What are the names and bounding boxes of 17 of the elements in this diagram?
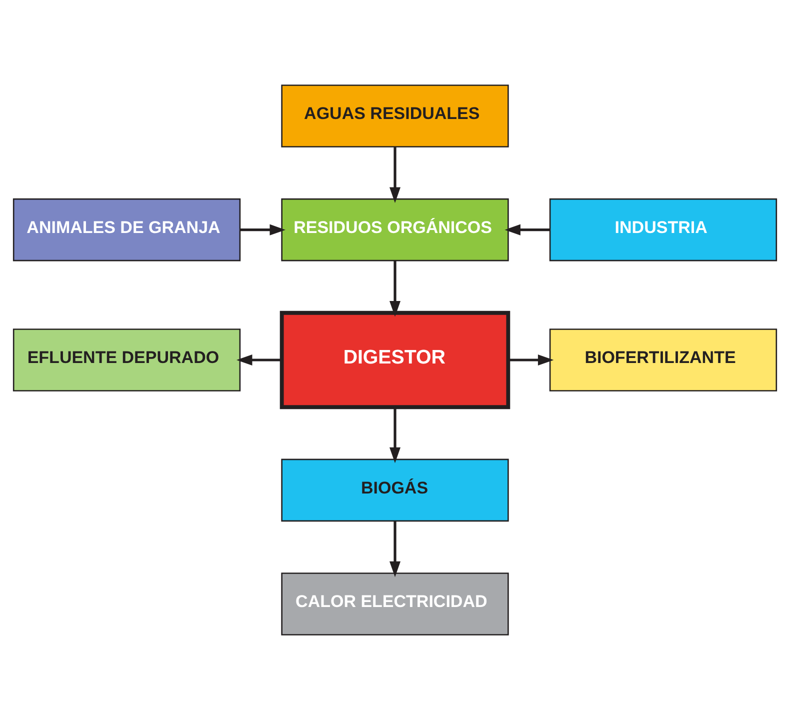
arrow (390, 147, 400, 203)
arrow (508, 354, 554, 366)
node-box: AGUAS RESIDUALES (281, 84, 509, 148)
arrow (504, 224, 550, 236)
arrow (240, 224, 286, 236)
arrow (390, 407, 400, 464)
node-box: BIOGÁS (281, 458, 509, 522)
arrow (390, 521, 400, 578)
node-box: EFLUENTE DEPURADO (12, 328, 241, 392)
node-box: RESIDUOS ORGÁNICOS (281, 198, 509, 262)
arrow (236, 354, 282, 366)
node-box: BIOFERTILIZANTE (549, 328, 778, 392)
node-box: DIGESTOR (280, 310, 510, 410)
node-box: CALOR ELECTRICIDAD (281, 572, 509, 636)
node-box: INDUSTRIA (549, 198, 778, 262)
arrow (390, 260, 400, 317)
node-box: ANIMALES DE GRANJA (12, 198, 241, 262)
